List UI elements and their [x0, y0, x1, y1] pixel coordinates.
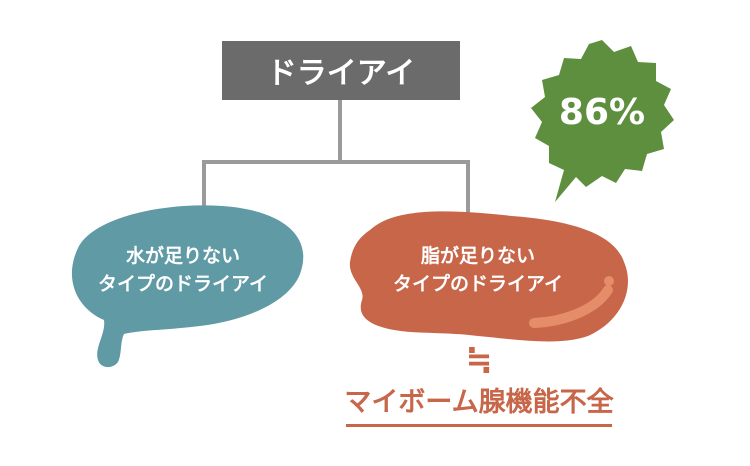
percentage-badge: 86%	[531, 40, 674, 202]
oil-deficient-type-blob: 脂が足りない タイプのドライアイ	[349, 211, 628, 342]
left-type-line1: 水が足りない	[126, 244, 240, 267]
result-underline	[346, 424, 612, 427]
title-box	[222, 41, 460, 100]
approx-equal-symbol: ≒	[466, 340, 493, 378]
badge-starburst-shape	[531, 40, 674, 202]
result-text: マイボーム腺機能不全	[344, 386, 614, 418]
right-blob-shape	[349, 211, 628, 342]
water-deficient-type-blob: 水が足りない タイプのドライアイ	[71, 205, 304, 368]
right-type-line1: 脂が足りない	[421, 244, 535, 267]
connector-lines	[202, 100, 470, 218]
left-type-line2: タイプのドライアイ	[98, 272, 268, 295]
right-blob-highlight	[529, 285, 613, 328]
left-blob-shape	[71, 205, 304, 368]
badge-value: 86%	[559, 92, 645, 133]
right-type-line2: タイプのドライアイ	[393, 272, 563, 295]
title-text: ドライアイ	[267, 56, 416, 91]
right-blob-highlight-dot	[604, 276, 614, 286]
